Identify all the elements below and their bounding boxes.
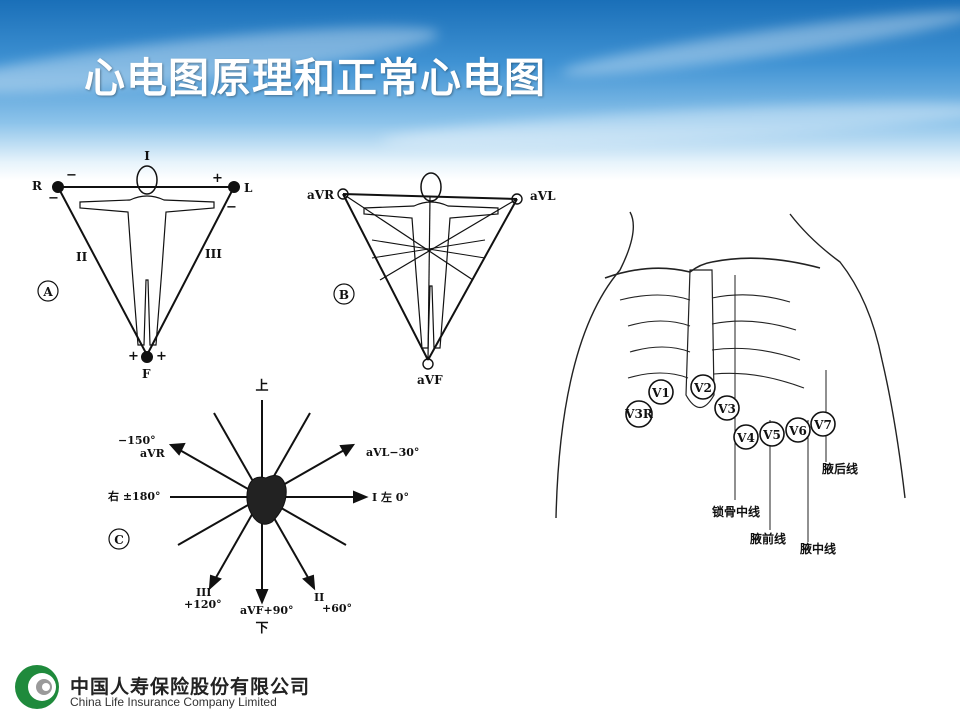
label-c-avr: aVR	[140, 447, 166, 460]
label-posterior-axillary: 腋后线	[822, 461, 858, 476]
electrode-avf	[422, 358, 434, 370]
chest-lead-diagram	[555, 211, 906, 542]
electrode-v2	[690, 374, 716, 400]
figure-a-einthoven-triangle	[37, 165, 240, 363]
label-top: 上	[255, 379, 268, 394]
torso-right-outline	[789, 213, 906, 499]
arrow-avf	[255, 589, 269, 605]
label-plus: +	[212, 171, 223, 186]
label-plus: +	[128, 349, 139, 364]
label-plus60: +60°	[322, 602, 352, 615]
label-v7: V7	[813, 418, 832, 432]
label-avf90: aVF+90°	[240, 604, 294, 617]
label-c-iii: III	[196, 586, 211, 599]
panel-c-circle	[108, 528, 130, 550]
chest-electrodes	[625, 374, 836, 450]
label-plus: +	[156, 349, 167, 364]
panel-c-label: C	[114, 533, 124, 547]
ribs-left	[619, 294, 691, 379]
label-v3r: V3R	[624, 407, 654, 421]
label-v1: V1	[651, 386, 670, 400]
electrode-r	[52, 181, 64, 193]
electrode-avl	[511, 193, 523, 205]
arrow-lead-i	[353, 490, 369, 504]
arrow-iii	[208, 574, 222, 591]
body-outline	[79, 195, 215, 346]
label-avf: aVF	[417, 373, 443, 387]
panel-a-label: A	[42, 285, 53, 299]
electrode-v6	[785, 417, 811, 443]
label-c-lead-i: I 左 0°	[372, 490, 409, 504]
label-avr: aVR	[307, 188, 335, 202]
label-minus: −	[66, 168, 77, 183]
label-minus150: −150°	[118, 434, 156, 447]
label-v5: V5	[762, 428, 781, 442]
label-v2: V2	[693, 381, 712, 395]
label-l: L	[244, 181, 253, 195]
electrode-v1	[648, 379, 674, 405]
label-minus: −	[226, 200, 237, 215]
arrow-avr	[168, 442, 186, 456]
header-banner	[0, 0, 960, 180]
sternum	[685, 269, 715, 409]
label-avl: aVL	[530, 189, 556, 203]
company-name-cn: 中国人寿保险股份有限公司	[70, 676, 311, 698]
electrode-v4	[733, 424, 759, 450]
label-minus: −	[48, 191, 59, 206]
label-lead-ii: II	[76, 250, 88, 264]
clavicle	[604, 257, 821, 279]
company-logo-icon	[15, 665, 59, 709]
label-c-ii: II	[314, 591, 324, 604]
lead-iii-line	[146, 186, 235, 356]
body-outline	[363, 201, 499, 349]
label-right180: 右 ±180°	[107, 489, 161, 503]
label-anterior-axillary: 腋前线	[750, 531, 786, 546]
panel-b-label: B	[339, 288, 349, 302]
electrode-v3r	[625, 400, 653, 428]
electrode-l	[228, 181, 240, 193]
lead-ii-line	[57, 186, 148, 356]
panel-a-circle	[37, 280, 59, 302]
label-v3: V3	[717, 402, 736, 416]
label-f: F	[142, 367, 151, 381]
figure-b-augmented-leads	[333, 172, 523, 370]
electrode-f	[141, 351, 153, 363]
label-midclavicular: 锁骨中线	[712, 504, 760, 519]
label-v6: V6	[788, 424, 807, 438]
ribs-right	[711, 294, 805, 389]
label-plus120: +120°	[184, 598, 222, 611]
figure-c-hexaxial-system	[108, 400, 369, 605]
electrode-v3	[714, 395, 740, 421]
torso-left-outline	[555, 211, 634, 519]
label-r: R	[32, 179, 43, 193]
electrode-v7	[810, 411, 836, 437]
label-lead-iii: III	[205, 247, 222, 261]
body-head	[136, 165, 158, 195]
label-lead-i: I	[144, 149, 150, 163]
label-c-avl: aVL−30°	[366, 446, 419, 459]
electrode-avr	[337, 188, 349, 200]
label-mid-axillary: 腋中线	[800, 541, 836, 556]
electrode-v5	[759, 421, 785, 447]
slide-title: 心电图原理和正常心电图	[84, 54, 546, 102]
company-name-en: China Life Insurance Company Limited	[70, 695, 277, 709]
arrow-avl	[339, 443, 356, 457]
label-v4: V4	[736, 431, 755, 445]
label-bottom: 下	[255, 621, 268, 636]
panel-b-circle	[333, 283, 355, 305]
arrow-ii	[302, 574, 316, 591]
heart-illustration	[246, 475, 287, 525]
body-head	[420, 172, 442, 202]
